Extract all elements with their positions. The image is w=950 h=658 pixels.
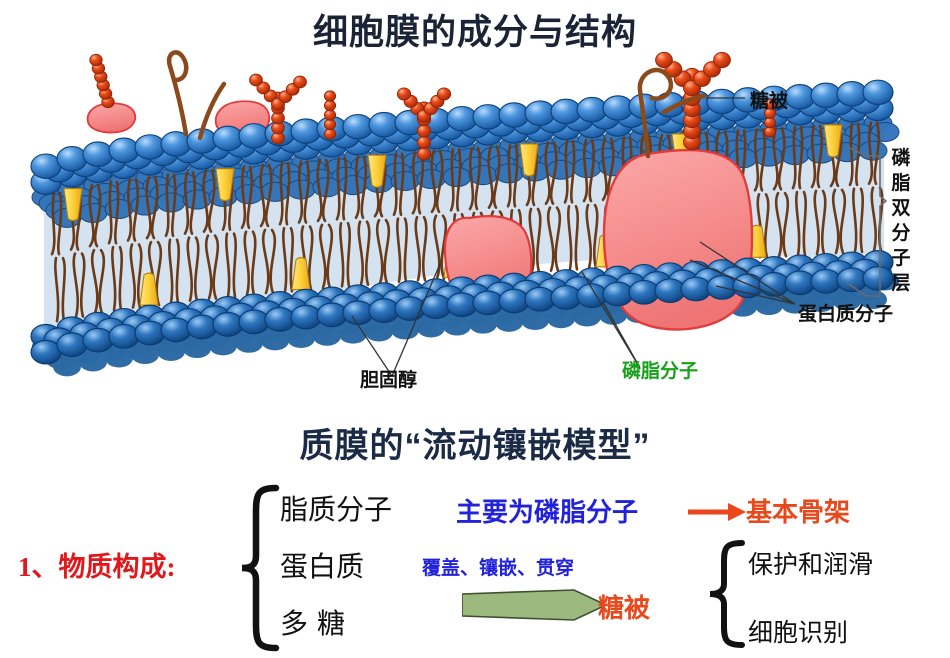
left-brace xyxy=(241,484,280,652)
outline-item-sugar: 多 糖 xyxy=(280,609,347,640)
function-protect-lubricate: 保护和润滑 xyxy=(748,552,874,579)
green-arrow-shape xyxy=(462,589,608,621)
label-leader-lines xyxy=(351,97,888,377)
outline-item-lipid: 脂质分子 xyxy=(280,495,393,526)
label-glycocalyx: 糖被 xyxy=(750,91,789,112)
protein-surface-b xyxy=(86,102,137,134)
orange-arrow-icon xyxy=(688,503,746,521)
annotation-basic-backbone: 基本骨架 xyxy=(746,498,851,527)
glycocalyx-chains xyxy=(89,51,777,161)
page-title: 细胞膜的成分与结构 xyxy=(312,13,637,52)
label-phospholipid-bilayer: 磷脂双分子层 xyxy=(891,148,911,294)
label-cholesterol: 胆固醇 xyxy=(360,370,418,391)
annotation-protein-modes: 覆盖、镶嵌、贯穿 xyxy=(422,558,575,579)
cell-membrane-diagram xyxy=(30,50,900,377)
outline-item-protein: 蛋白质 xyxy=(280,552,365,583)
label-phospholipid-molecule: 磷脂分子 xyxy=(622,361,699,382)
peripheral-strands xyxy=(166,50,707,159)
phospholipid-heads xyxy=(30,79,894,365)
annotation-glycocalyx: 糖被 xyxy=(598,594,651,623)
section-subtitle: 质膜的“流动镶嵌模型” xyxy=(299,427,651,465)
label-protein-molecule: 蛋白质分子 xyxy=(798,304,894,325)
function-cell-recognition: 细胞识别 xyxy=(748,620,849,647)
right-brace xyxy=(709,540,745,648)
annotation-mainly-phospholipid: 主要为磷脂分子 xyxy=(456,498,639,527)
outline-heading: 1、物质构成: xyxy=(18,552,176,582)
